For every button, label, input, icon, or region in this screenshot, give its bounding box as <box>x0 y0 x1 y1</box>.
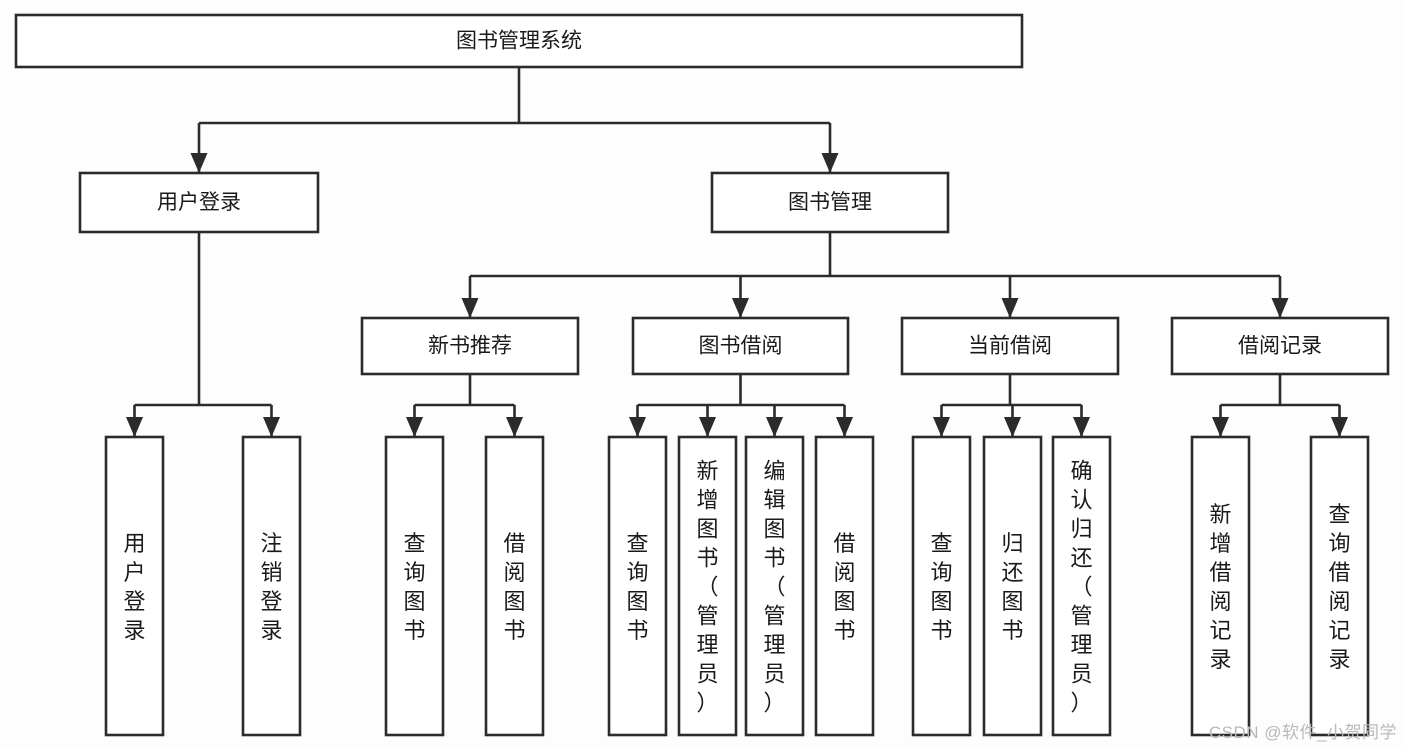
node-box-book-management[interactable] <box>710 171 950 234</box>
node-label-leaf-logout-login: 注销登录 <box>260 531 282 643</box>
node-leaf-user-login[interactable]: 用户登录 <box>104 435 165 737</box>
node-label-book-borrow: 图书借阅 <box>699 335 783 358</box>
node-label-leaf-edit-book-admin: 编辑图书（管理员） <box>763 459 785 716</box>
node-current-borrow[interactable]: 当前借阅 <box>900 316 1120 376</box>
node-label-leaf-add-book-admin: 新增图书（管理员） <box>696 459 718 716</box>
node-leaf-borrow-book-1[interactable]: 借阅图书 <box>484 435 545 737</box>
node-label-leaf-query-book-2: 查询图书 <box>626 531 648 643</box>
node-leaf-query-book-2[interactable]: 查询图书 <box>607 435 668 737</box>
node-label-book-management: 图书管理 <box>788 191 872 214</box>
node-box-user-login[interactable] <box>78 171 320 234</box>
node-box-leaf-borrow-book-2[interactable] <box>814 435 875 737</box>
node-leaf-query-book-1[interactable]: 查询图书 <box>384 435 445 737</box>
node-box-leaf-query-book-1[interactable] <box>384 435 445 737</box>
node-label-leaf-user-login: 用户登录 <box>123 531 145 643</box>
node-book-management[interactable]: 图书管理 <box>710 171 950 234</box>
node-label-leaf-query-book-3: 查询图书 <box>930 531 952 643</box>
node-box-current-borrow[interactable] <box>900 316 1120 376</box>
node-box-leaf-query-book-2[interactable] <box>607 435 668 737</box>
node-user-login[interactable]: 用户登录 <box>78 171 320 234</box>
node-root-book-management-system[interactable]: 图书管理系统 <box>14 13 1024 69</box>
node-label-leaf-add-borrow-record: 新增借阅记录 <box>1209 502 1231 672</box>
node-leaf-add-borrow-record[interactable]: 新增借阅记录 <box>1190 435 1251 737</box>
node-leaf-query-book-3[interactable]: 查询图书 <box>911 435 972 737</box>
node-label-borrow-record: 借阅记录 <box>1238 335 1322 358</box>
node-leaf-add-book-admin[interactable]: 新增图书（管理员） <box>677 435 738 737</box>
connectors-layer <box>126 67 1348 437</box>
node-box-leaf-confirm-return-admin[interactable] <box>1051 435 1112 737</box>
node-label-leaf-query-book-1: 查询图书 <box>403 531 425 643</box>
node-label-current-borrow: 当前借阅 <box>968 335 1052 358</box>
node-leaf-confirm-return-admin[interactable]: 确认归还（管理员） <box>1051 435 1112 737</box>
node-label-leaf-borrow-book-1: 借阅图书 <box>503 531 525 643</box>
node-label-user-login: 用户登录 <box>157 191 241 214</box>
node-leaf-edit-book-admin[interactable]: 编辑图书（管理员） <box>744 435 805 737</box>
node-box-leaf-borrow-book-1[interactable] <box>484 435 545 737</box>
node-box-root-book-management-system[interactable] <box>14 13 1024 69</box>
node-box-borrow-record[interactable] <box>1170 316 1390 376</box>
node-book-borrow[interactable]: 图书借阅 <box>631 316 850 376</box>
node-leaf-return-book[interactable]: 归还图书 <box>982 435 1043 737</box>
nodes-layer: 图书管理系统用户登录图书管理新书推荐图书借阅当前借阅借阅记录用户登录注销登录查询… <box>14 13 1390 737</box>
watermark-text: CSDN @软件_小贺同学 <box>1208 723 1397 742</box>
node-box-leaf-logout-login[interactable] <box>241 435 302 737</box>
node-new-book-recommend[interactable]: 新书推荐 <box>360 316 580 376</box>
node-leaf-query-borrow-record[interactable]: 查询借阅记录 <box>1309 435 1370 737</box>
node-box-leaf-add-book-admin[interactable] <box>677 435 738 737</box>
node-box-leaf-query-borrow-record[interactable] <box>1309 435 1370 737</box>
node-label-leaf-confirm-return-admin: 确认归还（管理员） <box>1070 459 1092 716</box>
node-label-leaf-return-book: 归还图书 <box>1001 531 1023 643</box>
node-borrow-record[interactable]: 借阅记录 <box>1170 316 1390 376</box>
node-label-leaf-borrow-book-2: 借阅图书 <box>833 531 855 643</box>
node-box-leaf-add-borrow-record[interactable] <box>1190 435 1251 737</box>
node-label-leaf-query-borrow-record: 查询借阅记录 <box>1328 502 1350 672</box>
node-box-leaf-return-book[interactable] <box>982 435 1043 737</box>
node-box-book-borrow[interactable] <box>631 316 850 376</box>
node-label-new-book-recommend: 新书推荐 <box>428 335 512 358</box>
node-leaf-logout-login[interactable]: 注销登录 <box>241 435 302 737</box>
node-box-leaf-query-book-3[interactable] <box>911 435 972 737</box>
node-label-root-book-management-system: 图书管理系统 <box>456 30 582 53</box>
node-leaf-borrow-book-2[interactable]: 借阅图书 <box>814 435 875 737</box>
node-box-leaf-edit-book-admin[interactable] <box>744 435 805 737</box>
node-box-new-book-recommend[interactable] <box>360 316 580 376</box>
node-box-leaf-user-login[interactable] <box>104 435 165 737</box>
